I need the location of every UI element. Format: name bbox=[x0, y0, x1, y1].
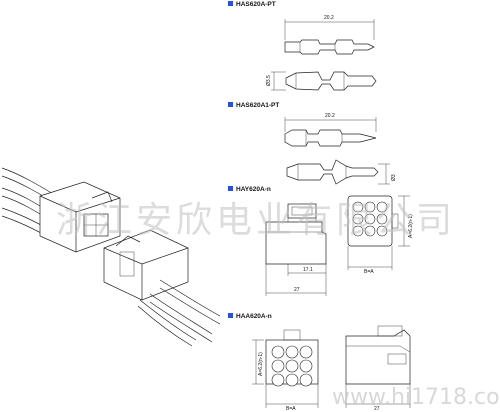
cavity-hole bbox=[271, 373, 285, 387]
dimension-label: B=A bbox=[286, 406, 296, 412]
dimension-label: B=A bbox=[364, 269, 374, 275]
section-title: HAY620A-n bbox=[236, 186, 271, 193]
terminal-top-view bbox=[284, 39, 375, 55]
cavity-hole bbox=[271, 359, 285, 373]
housing-face-view: B=A A=6.2(n-1) bbox=[347, 195, 414, 275]
company-watermark: 浙江安欣电业有限公司 bbox=[56, 200, 456, 241]
dimension-label: A=6.2(n-1) bbox=[258, 352, 264, 376]
section-bullet-icon bbox=[228, 186, 233, 191]
cavity-hole bbox=[285, 359, 299, 373]
cavity-hole bbox=[285, 345, 299, 359]
cavity-hole bbox=[299, 359, 313, 373]
dimension-label: 17.1 bbox=[303, 267, 313, 273]
dimension-label: 27 bbox=[374, 406, 380, 412]
section-haa620a-n: HAA620A-n B=A A=6.2(n-1) 27 bbox=[228, 313, 411, 412]
cavity-hole bbox=[352, 213, 364, 225]
cavity-grid bbox=[352, 201, 388, 237]
url-watermark: www.hi1718.com bbox=[332, 385, 500, 410]
dimension-label: Ø3 bbox=[391, 174, 397, 181]
dimension-label: A=6.2(n-1) bbox=[408, 214, 414, 238]
dimension-label: Ø3.5 bbox=[266, 75, 272, 86]
dimension-length: 20.2 bbox=[284, 113, 377, 132]
section-bullet-icon bbox=[228, 102, 233, 107]
section-has620a1-pt: HAS620A1-PT 20.2 Ø3 bbox=[228, 102, 397, 185]
dimension-length: 20.2 bbox=[284, 15, 375, 40]
housing-side-view: 17.1 27 bbox=[265, 203, 327, 296]
cavity-hole bbox=[352, 201, 364, 213]
cavity-hole bbox=[376, 213, 388, 225]
section-title: HAS620A1-PT bbox=[236, 102, 279, 109]
section-title: HAA620A-n bbox=[236, 313, 272, 320]
section-title: HAS620A-PT bbox=[236, 1, 276, 8]
cavity-hole bbox=[299, 373, 313, 387]
cavity-hole bbox=[299, 345, 313, 359]
housing-side-view: 27 bbox=[345, 325, 411, 412]
section-bullet-icon bbox=[228, 313, 233, 318]
dimension-label: 27 bbox=[294, 287, 300, 293]
cavity-hole bbox=[376, 201, 388, 213]
dimension-label: 20.2 bbox=[325, 113, 335, 119]
section-hay620a-n: HAY620A-n 17.1 27 B=A bbox=[228, 186, 414, 296]
cavity-hole bbox=[364, 225, 376, 237]
cavity-hole bbox=[352, 225, 364, 237]
section-bullet-icon bbox=[228, 1, 233, 6]
terminal-top-view bbox=[284, 129, 377, 147]
cavity-hole bbox=[271, 345, 285, 359]
connector-assembly-illustration bbox=[1, 167, 221, 347]
terminal-side-view: Ø3 bbox=[286, 159, 397, 185]
housing-face-view: B=A A=6.2(n-1) bbox=[252, 329, 319, 412]
cavity-grid bbox=[271, 345, 313, 387]
cavity-hole bbox=[364, 201, 376, 213]
section-has620a-pt: HAS620A-PT 20.2 Ø3.5 bbox=[228, 1, 377, 91]
cavity-hole bbox=[364, 213, 376, 225]
cavity-hole bbox=[285, 373, 299, 387]
terminal-side-view: Ø3.5 bbox=[266, 71, 377, 91]
cavity-hole bbox=[376, 225, 388, 237]
dimension-label: 20.2 bbox=[324, 15, 334, 21]
